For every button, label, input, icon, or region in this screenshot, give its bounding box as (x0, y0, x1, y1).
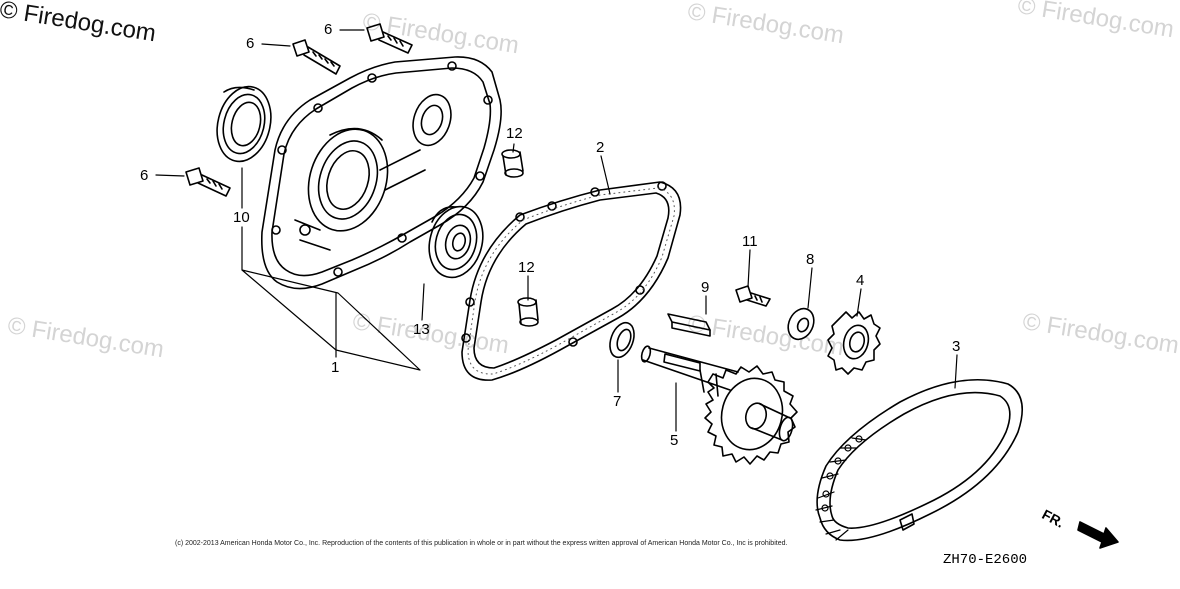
callout-1: 1 (331, 359, 340, 376)
gasket-texture (467, 187, 675, 375)
flange-bolt (366, 23, 413, 54)
callout-6: 6 (140, 167, 149, 184)
callout-3: 3 (952, 338, 961, 355)
ball-bearing (428, 205, 484, 279)
callout-11: 11 (742, 233, 758, 250)
callout-7: 7 (613, 393, 622, 410)
callout-12: 12 (518, 259, 535, 276)
flange-bolt (292, 39, 341, 75)
washer (787, 307, 815, 341)
diagram-code: ZH70-E2600 (943, 552, 1028, 568)
countershaft (640, 345, 798, 465)
callout-12: 12 (506, 125, 523, 142)
flange-bolt (735, 285, 771, 307)
copyright-notice: (c) 2002-2013 American Honda Motor Co., … (175, 540, 788, 547)
key (667, 313, 711, 337)
callout-6: 6 (246, 35, 255, 52)
drive-sprocket (827, 311, 881, 375)
callout-6: 6 (324, 21, 333, 38)
callout-8: 8 (806, 251, 815, 268)
front-arrow-icon (1077, 521, 1119, 549)
flange-bolt (185, 167, 231, 197)
callout-9: 9 (701, 279, 710, 296)
callout-5: 5 (670, 432, 679, 449)
gasket (461, 181, 682, 381)
callout-13: 13 (413, 321, 430, 338)
callout-4: 4 (856, 272, 865, 289)
dowel-pin (501, 149, 524, 178)
thrust-washer (609, 321, 635, 359)
chaincase-cover (260, 56, 502, 290)
drive-chain (815, 378, 1024, 542)
callout-2: 2 (596, 139, 605, 156)
oil-seal (216, 85, 272, 163)
dowel-pin (517, 297, 539, 327)
leader-lines (155, 29, 958, 432)
callout-10: 10 (233, 209, 250, 226)
